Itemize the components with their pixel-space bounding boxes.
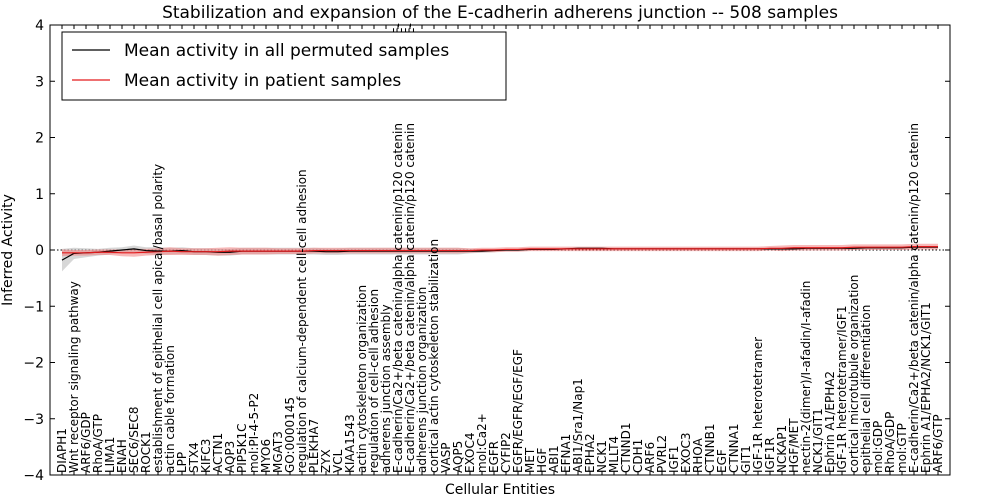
x-tick-label: RhoA/GDP (883, 412, 897, 473)
x-tick-label: Wnt receptor signaling pathway (67, 281, 81, 473)
legend-label-patient: Mean activity in patient samples (124, 71, 401, 91)
x-tick-label-overflow: E- (391, 23, 405, 35)
x-tick-label: epithelial cell differentiation (859, 305, 873, 473)
x-tick-label: IGF-1R heterotetramer/IGF1 (835, 306, 849, 473)
x-tick-label: IGF-1R heterotetramer (751, 337, 765, 473)
x-tick-label: CTNNA1 (727, 423, 741, 473)
x-tick-label: mol:PI-4-5-P2 (247, 393, 261, 473)
y-axis-label: Inferred Activity (0, 194, 16, 306)
x-tick-label: NCK1/GIT1 (811, 408, 825, 473)
x-tick-label: LIMA1 (103, 437, 117, 473)
x-tick-label: E-cadherin/Ca2+/beta catenin/alpha caten… (907, 123, 921, 473)
x-tick-label: Ephrin A1/EPHA2 (823, 371, 837, 473)
x-tick-label: AQP3 (223, 441, 237, 473)
x-tick-label: EXOC3 (679, 433, 693, 474)
x-tick-label: adherens junction assembly (379, 304, 393, 473)
x-tick-label: IGF1R (763, 437, 777, 473)
x-tick-label: cortical microtubule organization (847, 275, 861, 473)
x-tick-label: HGF/MET (787, 418, 801, 473)
x-tick-label: CTNND1 (619, 422, 633, 473)
x-tick-label: actin cytoskeleton organization (355, 285, 369, 473)
x-tick-label: EGF (715, 449, 729, 473)
x-tick-label: ZYX (319, 449, 333, 473)
x-tick-label: RHOA (691, 437, 705, 473)
x-tick-label: establishment of epithelial cell apical/… (151, 164, 165, 473)
x-tick-label: CYFIP2 (499, 432, 513, 473)
x-tick-label: KIFC3 (199, 439, 213, 473)
x-tick-label: VCL (331, 449, 345, 473)
series-line-patient (62, 246, 938, 254)
x-tick-label: ROCK1 (139, 431, 153, 473)
x-tick-label: IGF1 (667, 446, 681, 473)
x-tick-label: VASP (439, 442, 453, 473)
x-tick-label: KIAA1543 (343, 414, 357, 473)
x-tick-label: adherens junction organization (415, 287, 429, 473)
x-tick-label: GIT1 (739, 445, 753, 473)
chart-title: Stabilization and expansion of the E-cad… (162, 3, 838, 23)
y-tick-label: −3 (23, 412, 44, 428)
x-tick-label-overflow: E- (403, 23, 417, 35)
x-tick-label: NCKAP1 (775, 425, 789, 473)
x-tick-label: NCK1 (595, 440, 609, 473)
x-tick-label: regulation of calcium-dependent cell-cel… (295, 169, 309, 473)
x-tick-label: DIAPH1 (55, 428, 69, 473)
x-tick-label: nectin-2(dimer)/I-afadin/I-afadin (799, 281, 813, 473)
x-tick-label: AQP5 (451, 441, 465, 473)
x-tick-label: PIP5K1C (235, 423, 249, 473)
y-tick-label: −4 (23, 468, 44, 484)
x-tick-label: STX4 (187, 442, 201, 473)
y-tick-label: 2 (35, 131, 44, 147)
x-tick-label: mol:GTP (895, 423, 909, 473)
x-tick-label: MET (523, 447, 537, 473)
x-tick-label: CDH1 (631, 439, 645, 473)
x-tick-label: LPP (175, 452, 189, 473)
x-tick-label: EGFR/EGFR/EGF/EGF (511, 349, 525, 473)
x-tick-label: ARF6/GTP (931, 414, 945, 473)
x-tick-label: PVRL2 (655, 435, 669, 473)
y-tick-label: 3 (35, 74, 44, 90)
x-tick-label: ABI1/Sra1/Nap1 (571, 378, 585, 473)
x-tick-label: EPHA2 (583, 433, 597, 473)
y-tick-label: −2 (23, 356, 44, 372)
y-tick-label: 4 (35, 18, 44, 34)
x-tick-label: regulation of cell-cell adhesion (367, 289, 381, 473)
y-tick-label: 1 (35, 187, 44, 203)
x-tick-label: SEC6/SEC8 (127, 407, 141, 473)
x-tick-label: RhoA/GTP (91, 414, 105, 473)
x-tick-label: E-cadherin/Ca2+/beta catenin/alpha caten… (391, 123, 405, 473)
x-tick-label: Ephrin A1/EPHA2/NCK1/GIT1 (919, 302, 933, 473)
y-tick-label: 0 (35, 243, 44, 259)
x-tick-label: ABI1 (547, 445, 561, 473)
x-tick-label: cortical actin cytoskeleton stabilizatio… (427, 239, 441, 473)
x-tick-label: EXOC4 (463, 433, 477, 474)
y-tick-label: −1 (23, 299, 44, 315)
x-tick-label: ACTN1 (211, 433, 225, 473)
x-tick-label: ARF6/GDP (79, 412, 93, 473)
legend-label-permuted: Mean activity in all permuted samples (124, 41, 449, 61)
x-tick-label: MGAT3 (271, 431, 285, 473)
x-tick-label: actin cable formation (163, 345, 177, 473)
x-tick-label: mol:GDP (871, 421, 885, 473)
x-tick-label: EFNA1 (559, 434, 573, 473)
x-tick-label: GO:0000145 (283, 397, 297, 473)
x-tick-label: CTNNB1 (703, 423, 717, 473)
x-tick-label: ARF6 (643, 442, 657, 473)
x-tick-label: HGF (535, 448, 549, 473)
x-axis-label: Cellular Entities (445, 482, 555, 498)
x-tick-label: PLEKHA7 (307, 419, 321, 473)
x-tick-label: ENAH (115, 439, 129, 473)
x-tick-label: EGFR (487, 441, 501, 473)
x-tick-label: mol:Ca2+ (475, 413, 489, 473)
legend-box (61, 31, 507, 101)
x-tick-label: E-cadherin/Ca2+/beta catenin/alpha caten… (403, 123, 417, 473)
x-tick-label: MYO6 (259, 439, 273, 473)
x-tick-label: MLLT4 (607, 436, 621, 473)
